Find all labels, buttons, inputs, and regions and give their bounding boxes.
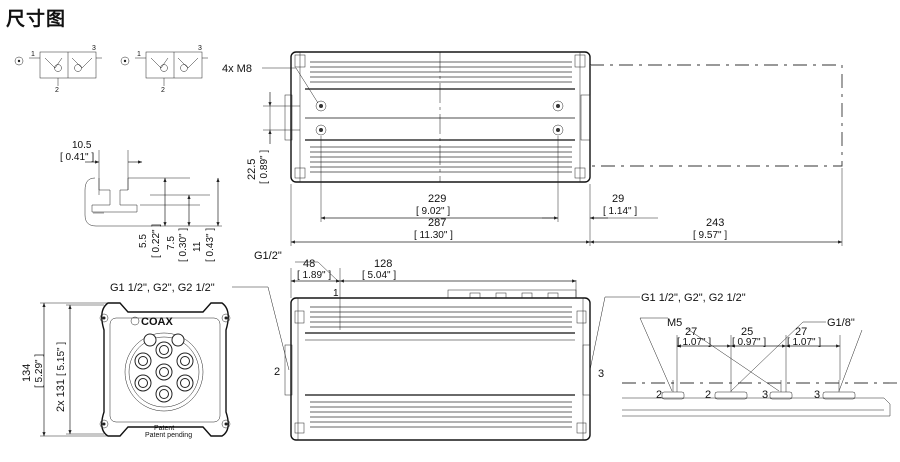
dim-25: 25 — [741, 326, 753, 338]
dim-229-inch: [ 9.02" ] — [416, 206, 450, 217]
slot-dim-a: 5.5 — [138, 234, 149, 248]
port-detail-view: 27 [ 1.07" ] 25 [ 0.97" ] 27 [ 1.07" ] M… — [622, 317, 898, 417]
dim-29: 29 — [612, 193, 624, 205]
port-1-label: 1 — [31, 51, 35, 58]
top-view: 4x M8 22.5 [ 0.89" ] 229 [ 9.02" ] 29 [ … — [222, 51, 843, 246]
pilot-port — [769, 380, 793, 400]
dim-287: 287 — [428, 217, 446, 229]
dim-131-inch: [ 5.15" ] — [56, 342, 67, 376]
height-22-5: 22.5 — [246, 159, 258, 180]
pilot-port — [714, 380, 748, 400]
detail-mark-3a: 3 — [762, 389, 768, 401]
dim-243: 243 — [706, 217, 724, 229]
g-half-label: G1/2" — [254, 250, 282, 262]
page-title: 尺寸图 — [6, 8, 67, 30]
m8-hole — [552, 124, 564, 136]
port-mark-3: 3 — [598, 368, 604, 380]
slot-dim-c-inch: [ 0.43" ] — [205, 228, 216, 262]
detail-mark-2a: 2 — [656, 389, 662, 401]
m8-label: 4x M8 — [222, 63, 252, 75]
valve-symbol-left: 1 3 2 — [14, 45, 102, 94]
dim-134: 134 — [21, 364, 33, 382]
dim-48: 48 — [303, 258, 315, 270]
port-mark-1: 1 — [333, 288, 339, 299]
dim-25-inch: [ 0.97" ] — [732, 337, 766, 348]
port-3-label: 3 — [198, 45, 202, 52]
dim-48-inch: [ 1.89" ] — [297, 270, 331, 281]
dim-27a: 27 — [685, 326, 697, 338]
brand-logo: COAX — [141, 316, 173, 328]
port-2-label: 2 — [55, 87, 59, 94]
dim-131: 2x 131 — [55, 379, 67, 412]
dim-27b: 27 — [795, 326, 807, 338]
valve-symbol-right: 1 3 2 — [120, 45, 208, 94]
detail-mark-3b: 3 — [814, 389, 820, 401]
dim-128: 128 — [374, 258, 392, 270]
m5-label: M5 — [667, 317, 682, 329]
m8-hole — [315, 124, 327, 136]
dim-229: 229 — [428, 193, 446, 205]
slot-dim-b-inch: [ 0.30" ] — [178, 228, 189, 262]
slot-dim-a-inch: [ 0.22" ] — [151, 224, 162, 258]
pilot-port — [822, 380, 856, 400]
coax-logo-icon — [130, 316, 140, 326]
port-2-label: 2 — [161, 87, 165, 94]
patent-pending-text: Patent pending — [145, 432, 192, 439]
ports-right-label: G1 1/2", G2", G2 1/2" — [641, 292, 746, 304]
slot-width-value: 10.5 — [72, 140, 92, 151]
detail-mark-2b: 2 — [705, 389, 711, 401]
port-3-label: 3 — [92, 45, 96, 52]
port-mark-2: 2 — [274, 366, 280, 378]
slot-dim-c: 11 — [192, 241, 203, 252]
dim-27b-inch: [ 1.07" ] — [787, 337, 821, 348]
pilot-port — [661, 380, 685, 400]
slot-detail: 10.5 [ 0.41" ] 5.5 [ 0.22" ] 7.5 [ 0.30"… — [60, 140, 222, 262]
dim-287-inch: [ 11.30" ] — [414, 230, 453, 241]
dim-243-inch: [ 9.57" ] — [693, 230, 727, 241]
g18-label: G1/8" — [827, 317, 855, 329]
patent-text: Patent — [154, 425, 174, 432]
ports-left-label: G1 1/2", G2", G2 1/2" — [110, 282, 215, 294]
end-view: COAX Patent Patent pending 134 [ 5.29" ]… — [21, 302, 231, 439]
m8-hole — [315, 100, 327, 112]
m8-hole — [552, 100, 564, 112]
side-view: 48 [ 1.89" ] 128 [ 5.04" ] G1/2" 1 G1 1/… — [110, 250, 746, 441]
dim-128-inch: [ 5.04" ] — [362, 270, 396, 281]
port-1-label: 1 — [137, 51, 141, 58]
dim-29-inch: [ 1.14" ] — [603, 206, 637, 217]
dim-134-inch: [ 5.29" ] — [34, 354, 45, 388]
height-22-5-inch: [ 0.89" ] — [259, 150, 270, 184]
slot-dim-b: 7.5 — [166, 236, 177, 250]
slot-width-inch: [ 0.41" ] — [60, 152, 94, 163]
dim-27a-inch: [ 1.07" ] — [677, 337, 711, 348]
